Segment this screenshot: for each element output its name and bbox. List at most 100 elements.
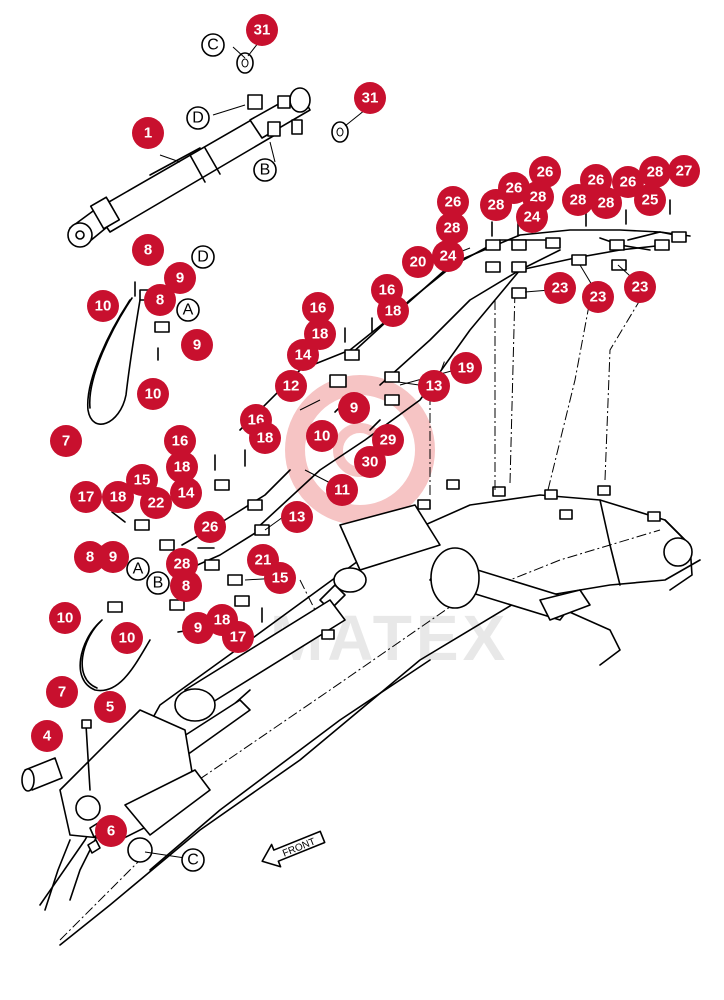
- callout: 26: [437, 186, 469, 218]
- svg-text:18: 18: [214, 612, 231, 629]
- callout: 9: [164, 262, 196, 294]
- svg-text:11: 11: [334, 482, 350, 499]
- svg-text:26: 26: [537, 164, 554, 181]
- bolt: [85, 724, 91, 791]
- svg-text:23: 23: [552, 280, 569, 297]
- svg-text:26: 26: [588, 172, 605, 189]
- arm-cylinder-body: [339, 504, 441, 571]
- svg-text:8: 8: [144, 242, 152, 259]
- callout: 10: [49, 602, 81, 634]
- ref-letter: C: [181, 848, 205, 872]
- ref-letter: B: [146, 571, 170, 595]
- callout: 17: [222, 621, 254, 653]
- callout: 26: [194, 511, 226, 543]
- svg-text:20: 20: [410, 254, 427, 271]
- svg-text:6: 6: [107, 823, 115, 840]
- callout: 10: [306, 420, 338, 452]
- svg-text:24: 24: [440, 248, 457, 265]
- callout: 7: [46, 676, 78, 708]
- callout: 1: [132, 117, 164, 149]
- svg-text:31: 31: [362, 90, 379, 107]
- callout: 18: [166, 451, 198, 483]
- callout: 19: [450, 352, 482, 384]
- svg-text:18: 18: [174, 459, 191, 476]
- ref-letter: B: [253, 158, 277, 182]
- callout: 8: [132, 234, 164, 266]
- svg-text:26: 26: [445, 194, 462, 211]
- watermark-gear-icon: [285, 375, 435, 525]
- svg-text:8: 8: [86, 549, 94, 566]
- svg-text:22: 22: [148, 495, 165, 512]
- callout: 8: [74, 541, 106, 573]
- svg-text:B: B: [153, 575, 164, 592]
- callout: 20: [402, 246, 434, 278]
- front-arrow: FRONT: [261, 830, 326, 868]
- ref-letter: D: [191, 245, 215, 269]
- svg-text:18: 18: [257, 430, 274, 447]
- callout: 23: [582, 281, 614, 313]
- svg-text:29: 29: [380, 432, 397, 449]
- callout: 11: [326, 474, 358, 506]
- callout: 30: [354, 446, 386, 478]
- callout: 24: [432, 240, 464, 272]
- callout: 8: [170, 570, 202, 602]
- svg-text:15: 15: [272, 570, 289, 587]
- svg-text:19: 19: [458, 360, 475, 377]
- pipe-20: [349, 229, 691, 356]
- callout: 7: [50, 425, 82, 457]
- svg-text:18: 18: [312, 326, 329, 343]
- svg-text:27: 27: [676, 163, 693, 180]
- boom-bracket: [59, 709, 196, 841]
- svg-text:16: 16: [379, 282, 396, 299]
- svg-text:16: 16: [310, 300, 327, 317]
- svg-text:23: 23: [590, 289, 607, 306]
- svg-text:5: 5: [106, 699, 114, 716]
- callout: 23: [544, 272, 576, 304]
- boom-foot-pin: [663, 537, 693, 567]
- callout: 15: [264, 562, 296, 594]
- callout: 22: [140, 487, 172, 519]
- svg-text:10: 10: [119, 630, 136, 647]
- svg-text:C: C: [187, 852, 199, 869]
- svg-text:12: 12: [283, 378, 300, 395]
- svg-text:7: 7: [58, 684, 66, 701]
- front-arrow-icon: [261, 830, 326, 868]
- svg-text:9: 9: [350, 400, 358, 417]
- svg-text:9: 9: [176, 270, 184, 287]
- ref-letter: A: [126, 557, 150, 581]
- svg-text:15: 15: [134, 472, 151, 489]
- svg-text:17: 17: [230, 629, 247, 646]
- callout: 28: [436, 212, 468, 244]
- callout: 6: [95, 815, 127, 847]
- callout: 27: [668, 155, 700, 187]
- callout: 28: [480, 189, 512, 221]
- callout: 9: [181, 329, 213, 361]
- svg-text:10: 10: [57, 610, 74, 627]
- callout: 9: [97, 541, 129, 573]
- svg-text:A: A: [133, 561, 144, 578]
- callout: 13: [281, 501, 313, 533]
- hydraulic-cylinder: [67, 52, 349, 248]
- clamps: [107, 199, 687, 633]
- callout: 10: [111, 622, 143, 654]
- callout: 14: [287, 339, 319, 371]
- svg-text:9: 9: [194, 620, 202, 637]
- callout: 18: [249, 422, 281, 454]
- svg-text:13: 13: [289, 509, 306, 526]
- svg-text:28: 28: [174, 556, 191, 573]
- callout: 25: [634, 184, 666, 216]
- svg-text:18: 18: [385, 303, 402, 320]
- ref-letter: A: [176, 298, 200, 322]
- callout: 15: [126, 464, 158, 496]
- callout: 16: [164, 425, 196, 457]
- ref-letter: D: [186, 106, 210, 130]
- callout: 16: [302, 292, 334, 324]
- callout: 12: [275, 370, 307, 402]
- callout: 13: [418, 370, 450, 402]
- callout: 14: [170, 477, 202, 509]
- svg-text:31: 31: [254, 22, 271, 39]
- svg-text:18: 18: [110, 489, 127, 506]
- callouts: 31 31 1 8 9 10 8 9 10 7 16 18 16 18 14 1…: [31, 14, 700, 847]
- svg-text:10: 10: [95, 298, 112, 315]
